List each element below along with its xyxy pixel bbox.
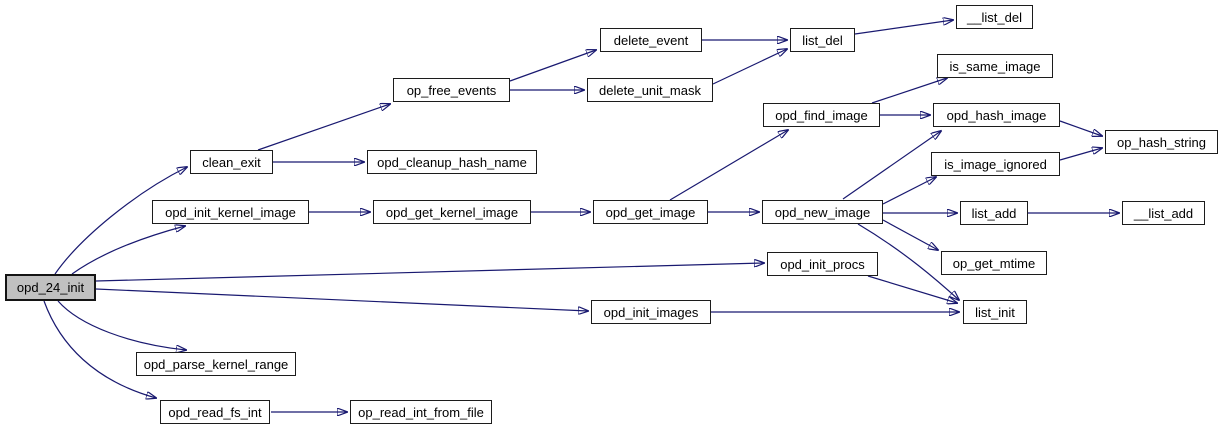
node-op-get-mtime[interactable]: op_get_mtime: [941, 251, 1047, 275]
edge-clean-exit-to-op-free-events: [257, 104, 390, 151]
node-opd-init-kernel-image[interactable]: opd_init_kernel_image: [152, 200, 309, 224]
edge-opd-24-init-to-opd-read-fs-int: [43, 300, 156, 398]
edge-opd-new-image-to-list-init: [857, 223, 959, 300]
node-delete-unit-mask[interactable]: delete_unit_mask: [587, 78, 713, 102]
node-delete-event[interactable]: delete_event: [600, 28, 702, 52]
node-opd-new-image[interactable]: opd_new_image: [762, 200, 883, 224]
node-opd-get-image[interactable]: opd_get_image: [593, 200, 708, 224]
edge-list-del-to---list-del: [854, 20, 953, 35]
node---list-add[interactable]: __list_add: [1122, 201, 1205, 225]
node-opd-hash-image[interactable]: opd_hash_image: [933, 103, 1060, 127]
node-opd-init-images[interactable]: opd_init_images: [591, 300, 711, 324]
node-clean-exit[interactable]: clean_exit: [190, 150, 273, 174]
edge-opd-24-init-to-opd-parse-kernel-range: [57, 300, 186, 350]
node-opd-read-fs-int[interactable]: opd_read_fs_int: [160, 400, 270, 424]
edge-opd-24-init-to-opd-init-images: [95, 288, 588, 311]
node-opd-init-procs[interactable]: opd_init_procs: [767, 252, 878, 276]
edge-opd-find-image-to-is-same-image: [871, 78, 947, 104]
node-opd-find-image[interactable]: opd_find_image: [763, 103, 880, 127]
edge-is-image-ignored-to-op-hash-string: [1059, 148, 1102, 161]
edge-opd-init-procs-to-list-init: [867, 275, 957, 303]
node---list-del[interactable]: __list_del: [956, 5, 1033, 29]
edge-opd-24-init-to-clean-exit: [54, 167, 187, 275]
node-opd-get-kernel-image[interactable]: opd_get_kernel_image: [373, 200, 531, 224]
edge-opd-new-image-to-opd-hash-image: [842, 131, 941, 200]
edge-op-free-events-to-delete-event: [509, 50, 596, 82]
node-opd-parse-kernel-range[interactable]: opd_parse_kernel_range: [136, 352, 296, 376]
node-is-image-ignored[interactable]: is_image_ignored: [931, 152, 1060, 176]
node-is-same-image[interactable]: is_same_image: [937, 54, 1053, 78]
edge-opd-24-init-to-opd-init-kernel-image: [71, 226, 185, 275]
node-op-free-events[interactable]: op_free_events: [393, 78, 510, 102]
node-list-init[interactable]: list_init: [963, 300, 1027, 324]
node-opd-24-init: opd_24_init: [5, 274, 96, 301]
node-opd-cleanup-hash-name[interactable]: opd_cleanup_hash_name: [367, 150, 537, 174]
node-op-read-int-from-file[interactable]: op_read_int_from_file: [350, 400, 492, 424]
node-op-hash-string[interactable]: op_hash_string: [1105, 130, 1218, 154]
edge-delete-unit-mask-to-list-del: [712, 49, 787, 85]
node-list-del[interactable]: list_del: [790, 28, 855, 52]
edge-opd-24-init-to-opd-init-procs: [95, 263, 764, 282]
edge-opd-hash-image-to-op-hash-string: [1059, 120, 1102, 136]
edge-opd-new-image-to-is-image-ignored: [882, 177, 936, 205]
edge-opd-new-image-to-op-get-mtime: [882, 219, 938, 250]
edge-opd-get-image-to-opd-find-image: [669, 130, 788, 201]
node-list-add[interactable]: list_add: [960, 201, 1028, 225]
